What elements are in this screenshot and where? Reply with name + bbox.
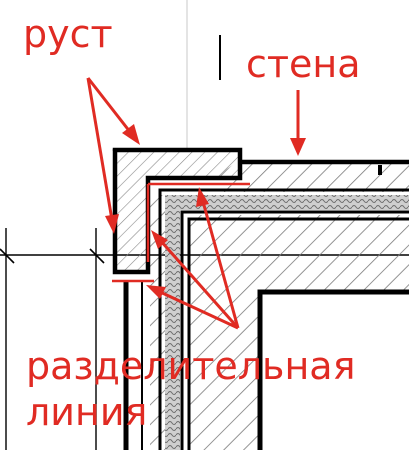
arrow-separation-2 bbox=[151, 230, 240, 329]
arrow-wall bbox=[290, 90, 306, 156]
arrow-rust-top bbox=[86, 77, 140, 145]
inner-wall-layer bbox=[190, 215, 409, 450]
wall-line-2 bbox=[180, 210, 409, 450]
wall-line-3 bbox=[187, 217, 409, 450]
label-wall: стена bbox=[246, 42, 361, 86]
dimension-tick-mid bbox=[89, 248, 105, 264]
outer-wall-layer bbox=[218, 160, 409, 192]
arrow-rust-left bbox=[86, 77, 119, 234]
arrow-separation-1 bbox=[196, 187, 240, 329]
arrow-separation-3 bbox=[146, 285, 239, 330]
label-separation-line-2: линия bbox=[26, 390, 148, 434]
rust-reveal-shape bbox=[112, 147, 243, 275]
dimension-tick-left bbox=[0, 248, 15, 264]
wall-line-1 bbox=[158, 188, 409, 450]
wall-line-inner bbox=[257, 289, 409, 450]
label-separation-line-1: разделительная bbox=[26, 344, 356, 388]
label-rust: руст bbox=[23, 12, 113, 56]
